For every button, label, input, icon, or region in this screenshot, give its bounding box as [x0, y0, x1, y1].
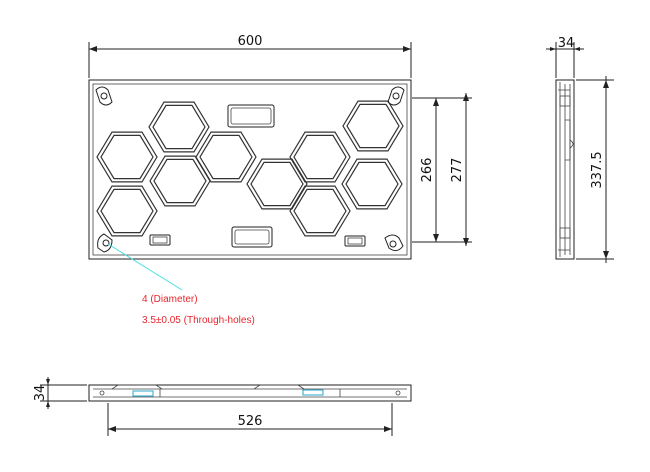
dim-depth-bottom: 34	[33, 385, 48, 402]
callout-leader-line	[107, 243, 183, 291]
honeycomb-cells	[96, 100, 404, 237]
top-slot-inner	[230, 107, 272, 125]
bottom-left-slot	[149, 234, 171, 246]
bottom-left-slot-inner	[152, 236, 168, 244]
bottom-outline	[88, 384, 412, 402]
dim-width-bottom: 526	[238, 414, 263, 429]
hex-cell-inner	[199, 134, 253, 180]
callout-diameter: 4 (Diameter)	[142, 294, 198, 305]
front-view: 600 266 277	[88, 34, 472, 260]
side-view: 34 337.5	[546, 36, 614, 263]
dim-height-mid: 277	[450, 158, 465, 183]
hex-cell-inner	[345, 161, 399, 207]
dim-width-front: 600	[238, 34, 263, 49]
hex-cell-inner	[100, 188, 154, 234]
bottom-connector-right	[302, 389, 324, 396]
front-outer-frame	[88, 79, 412, 260]
hex-cell-inner	[152, 104, 206, 150]
bottom-right-slot-inner	[347, 237, 363, 245]
side-outline	[555, 79, 575, 260]
top-slot	[227, 104, 275, 128]
front-inner-frame	[92, 83, 408, 256]
mounting-hole-bottom-right	[384, 234, 404, 252]
hex-cell-outer	[342, 100, 404, 152]
hex-cell-outer	[195, 131, 257, 183]
hex-cell-outer	[246, 158, 308, 210]
bottom-center-slot-inner	[234, 229, 270, 245]
dim-height-total: 337.5	[590, 151, 605, 188]
hex-cell-inner	[100, 134, 154, 180]
hex-cell-inner	[250, 161, 304, 207]
hex-cell-outer	[289, 131, 351, 183]
hex-cell-outer	[148, 101, 210, 153]
mounting-hole-top-left	[95, 86, 113, 106]
hex-cell-outer	[289, 185, 351, 237]
bottom-view: 34 526	[33, 377, 412, 436]
callout-through-holes: 3.5±0.05 (Through-holes)	[142, 315, 255, 326]
hex-cell-inner	[346, 103, 400, 149]
hex-cell-inner	[153, 158, 207, 204]
dim-depth-side: 34	[558, 36, 575, 51]
hex-cell-outer	[96, 131, 158, 183]
mounting-hole-bottom-left	[97, 233, 113, 253]
hex-cell-outer	[149, 155, 211, 207]
hex-cell-inner	[293, 188, 347, 234]
dim-height-inner: 266	[420, 158, 435, 183]
hex-cell-inner	[293, 134, 347, 180]
bottom-right-slot	[344, 235, 366, 247]
mounting-hole-top-right	[387, 86, 405, 106]
hex-cell-outer	[96, 185, 158, 237]
bottom-connector-left	[132, 390, 154, 397]
hex-cell-outer	[341, 158, 403, 210]
bottom-center-slot	[231, 226, 273, 248]
